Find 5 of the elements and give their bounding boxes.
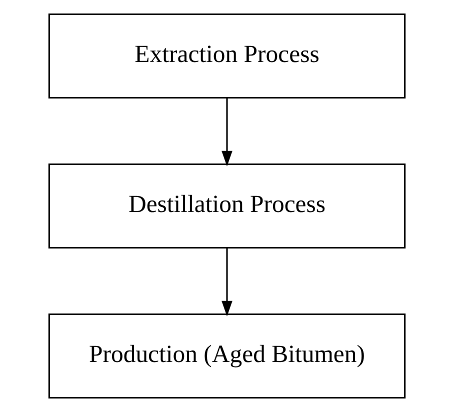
arrow [222, 98, 232, 166]
arrow [222, 248, 232, 316]
node-box: Destillation Process [48, 163, 406, 249]
node-box: Production (Aged Bitumen) [48, 313, 406, 398]
node-box: Extraction Process [48, 14, 406, 99]
